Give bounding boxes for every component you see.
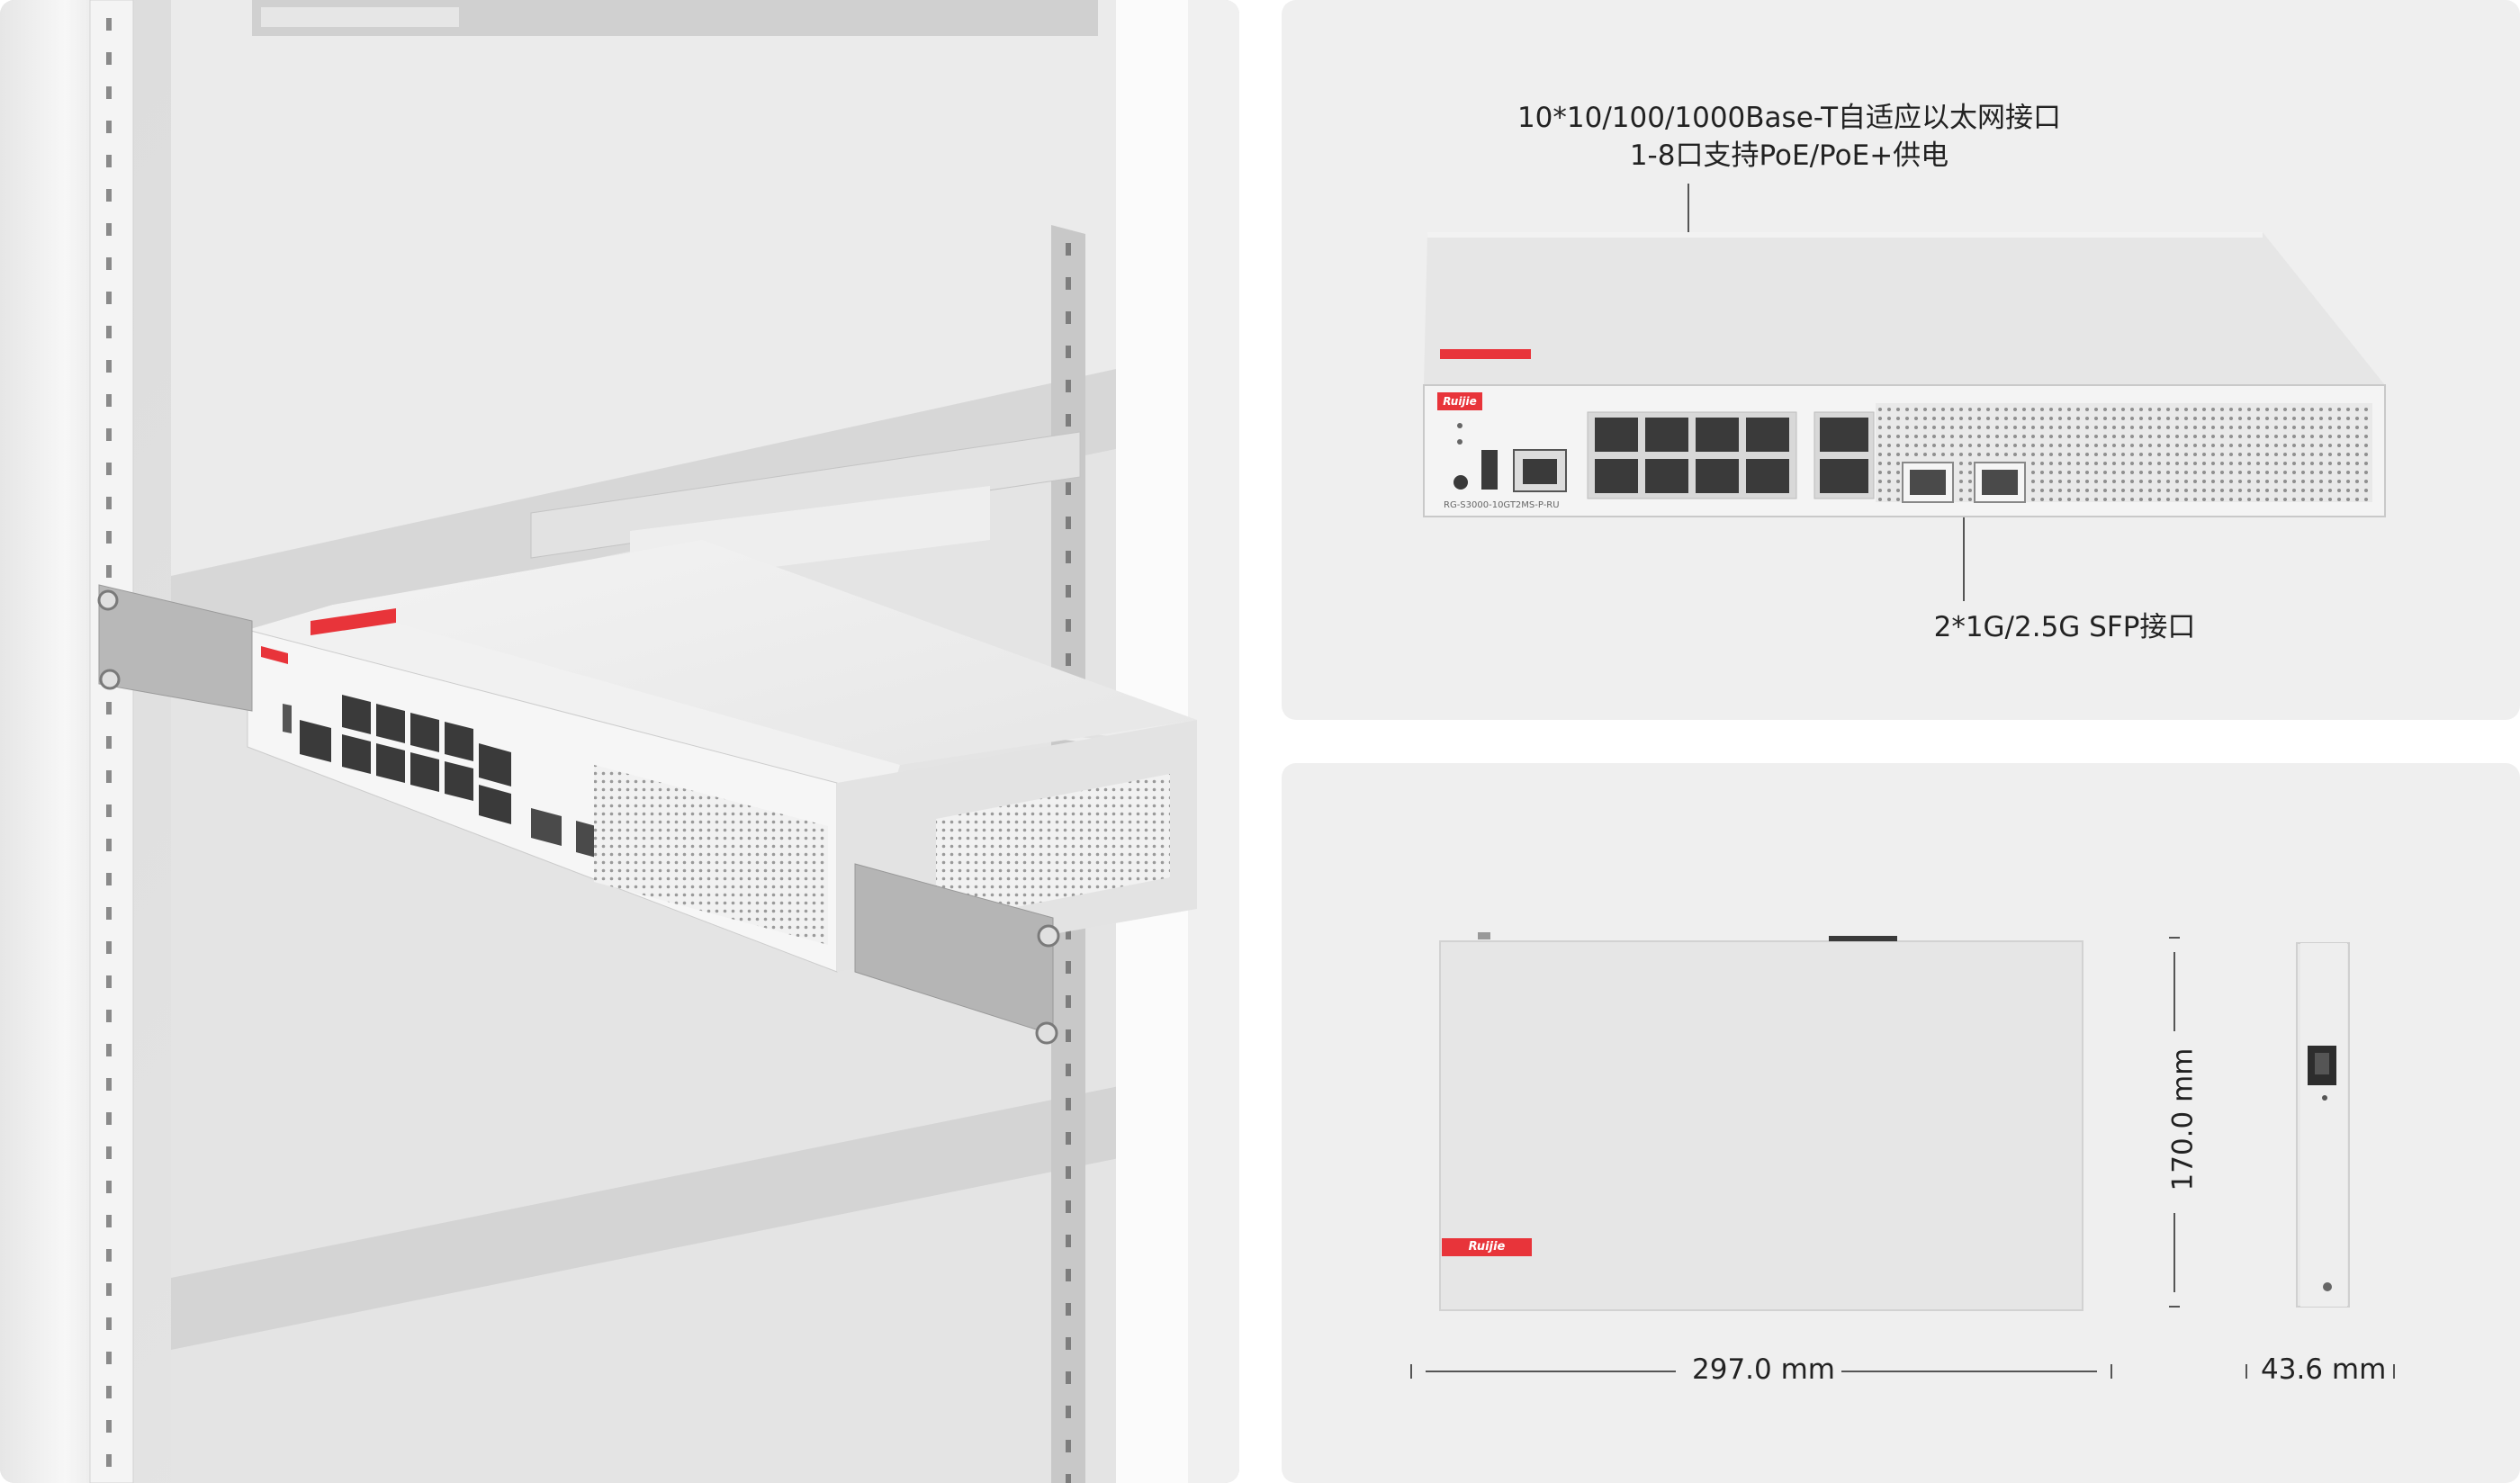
sfp-annotation-line1: 2*1G/2.5G SFP接口 xyxy=(1933,611,2196,643)
rj45-annotation: 10*10/100/1000Base-T自适应以太网接口 1-8口支持PoE/P… xyxy=(1282,99,2520,175)
dimensions-illustration xyxy=(1410,932,2395,1379)
width-dimension: 297.0 mm xyxy=(1692,1353,1835,1386)
front-view-panel: 10*10/100/1000Base-T自适应以太网接口 1-8口支持PoE/P… xyxy=(1282,0,2520,720)
depth-dimension: 170.0 mm xyxy=(2166,1047,2200,1191)
top-view-body xyxy=(1439,940,2084,1311)
model-label: RG-S3000-10GT2MS-P-RU xyxy=(1444,500,1560,510)
rj45-annotation-line2: 1-8口支持PoE/PoE+供电 xyxy=(1629,139,1949,172)
rack-illustration xyxy=(0,0,1239,1483)
brand-logo-top-view: Ruijie xyxy=(1442,1238,1532,1256)
front-view-illustration xyxy=(1423,184,2386,601)
rack-mount-photo xyxy=(0,0,1239,1483)
height-dimension: 43.6 mm xyxy=(2261,1353,2387,1386)
brand-logo: Ruijie xyxy=(1437,392,1482,410)
dimensions-panel: Ruijie 297.0 mm 170.0 mm 43.6 mm xyxy=(1282,763,2520,1483)
rj45-annotation-line1: 10*10/100/1000Base-T自适应以太网接口 xyxy=(1516,102,2062,134)
sfp-annotation: 2*1G/2.5G SFP接口 xyxy=(1282,608,2520,646)
